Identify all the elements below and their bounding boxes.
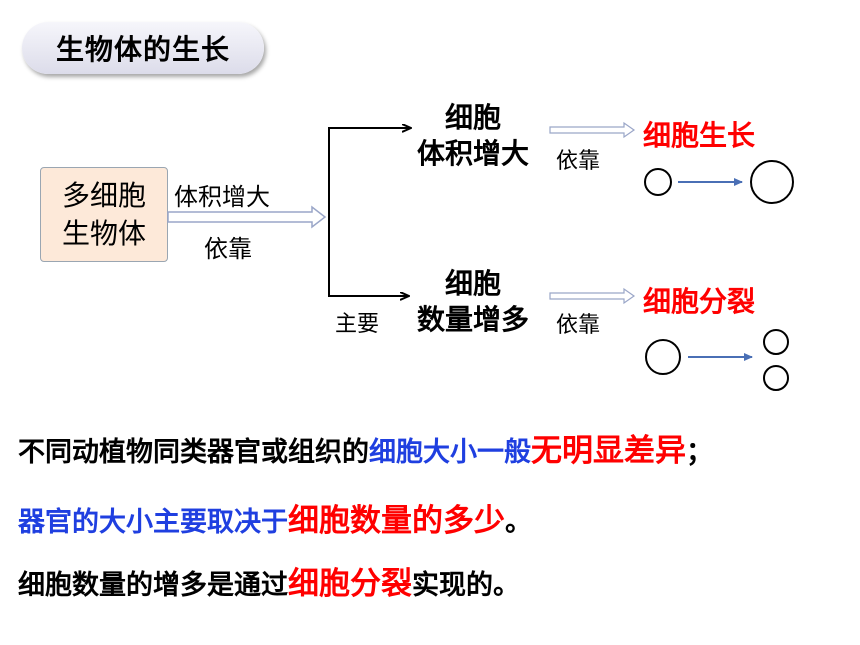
parent-cell-icon	[645, 339, 681, 375]
page-title: 生物体的生长	[22, 22, 264, 74]
hollow-arrow-main	[167, 205, 327, 229]
hollow-arrow-bottom	[549, 287, 636, 305]
text-line-1: 不同动植物同类器官或组织的细胞大小一般无明显差异；	[18, 425, 713, 470]
cell-division-label: 细胞分裂	[643, 285, 756, 318]
upper-branch-line-2: 体积增大	[416, 137, 529, 170]
text-line-2-part-2: 细胞数量的多少	[288, 503, 505, 539]
large-cell-icon	[750, 160, 794, 204]
daughter-cell-top-icon	[763, 329, 789, 355]
text-line-2-part-3: 。	[505, 507, 532, 538]
small-cell-icon	[644, 168, 672, 196]
text-line-1-part-4: ；	[686, 437, 713, 468]
lower-branch-line-2: 数量增多	[416, 303, 529, 336]
text-line-3: 细胞数量的增多是通过细胞分裂实现的。	[18, 558, 520, 603]
label-main: 主要	[335, 312, 380, 337]
text-line-1-part-3: 无明显差异	[531, 433, 686, 469]
text-line-3-part-3: 实现的。	[412, 570, 520, 601]
label-depend-left: 依靠	[204, 235, 252, 263]
text-line-1-part-1: 不同动植物同类器官或组织的	[18, 437, 369, 468]
text-line-3-part-2: 细胞分裂	[288, 566, 412, 602]
text-line-2: 器官的大小主要取决于细胞数量的多少。	[18, 495, 532, 540]
box-line-2: 生物体	[61, 216, 146, 250]
branch-bracket	[328, 127, 408, 296]
multicellular-organism-box: 多细胞 生物体	[40, 167, 168, 262]
upper-branch-line-1: 细胞	[444, 101, 501, 134]
lower-branch-text: 细胞 数量增多	[398, 266, 548, 338]
text-line-1-part-2: 细胞大小一般	[369, 437, 531, 468]
label-volume-increase: 体积增大	[174, 183, 270, 211]
lower-branch-line-1: 细胞	[444, 267, 501, 300]
daughter-cell-bottom-icon	[763, 365, 789, 391]
label-depend-top: 依靠	[556, 149, 601, 174]
cell-growth-label: 细胞生长	[643, 119, 756, 152]
upper-branch-text: 细胞 体积增大	[398, 100, 548, 172]
text-line-3-part-1: 细胞数量的增多是通过	[18, 570, 288, 601]
text-line-2-part-1: 器官的大小主要取决于	[18, 507, 288, 538]
label-depend-bottom: 依靠	[556, 313, 601, 338]
box-line-1: 多细胞	[61, 178, 146, 212]
hollow-arrow-top	[549, 121, 636, 139]
